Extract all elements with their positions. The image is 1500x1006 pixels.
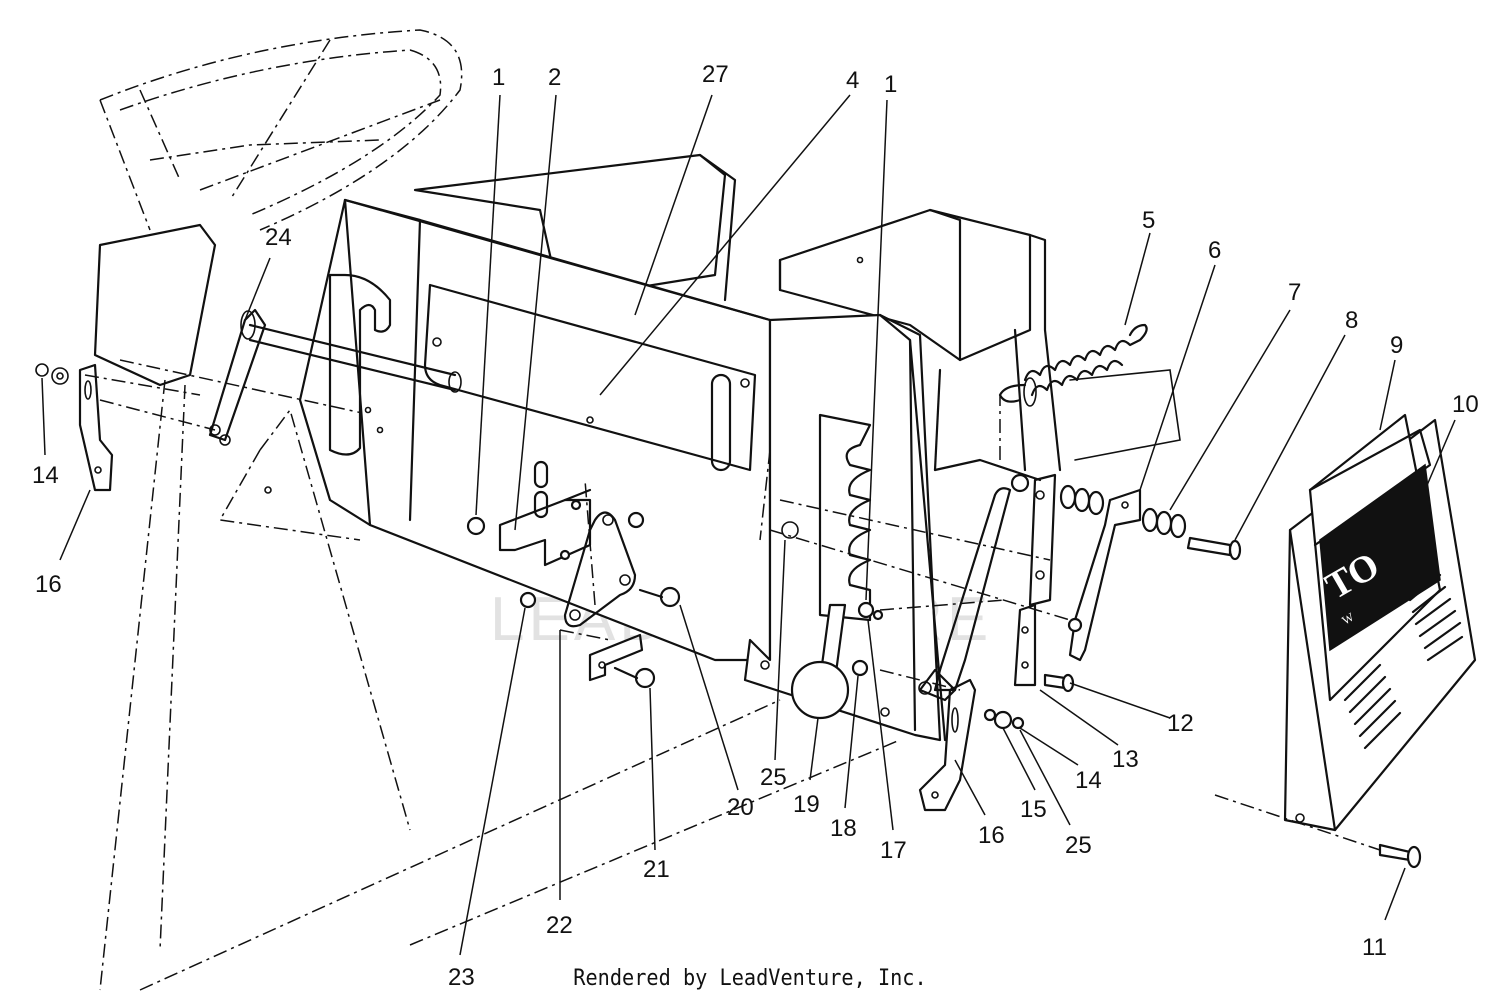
steering-column-phantom <box>93 223 217 991</box>
callout-9: 9 <box>1390 332 1403 359</box>
callout-6: 6 <box>1208 237 1221 264</box>
callout-8: 8 <box>1345 307 1358 334</box>
dash-panel <box>264 153 772 662</box>
callout-11: 11 <box>1362 934 1387 961</box>
lever-handle <box>790 603 850 720</box>
callout-15: 15 <box>1020 796 1047 823</box>
callout-14b: 14 <box>1075 767 1102 794</box>
steering-wheel-phantom <box>99 29 463 231</box>
callout-20: 20 <box>727 794 754 821</box>
callout-1b: 1 <box>884 71 897 98</box>
callout-14a: 14 <box>32 462 59 489</box>
credit-text: Rendered by LeadVenture, Inc. <box>573 966 927 991</box>
callout-25a: 25 <box>760 764 787 791</box>
callout-18: 18 <box>830 815 857 842</box>
right-housing <box>743 208 1181 742</box>
callout-19: 19 <box>793 791 820 818</box>
callout-16b: 16 <box>978 822 1005 849</box>
callout-24: 24 <box>265 224 292 251</box>
right-linkage <box>759 323 1242 812</box>
callout-5: 5 <box>1142 207 1155 234</box>
callout-10: 10 <box>1452 391 1479 418</box>
center-linkage <box>466 479 681 689</box>
callout-27: 27 <box>702 61 729 88</box>
callout-13: 13 <box>1112 746 1139 773</box>
callout-16a: 16 <box>35 571 62 598</box>
callout-22: 22 <box>546 912 573 939</box>
callout-4: 4 <box>846 67 859 94</box>
callout-12: 12 <box>1167 710 1194 737</box>
cover-panel: TO W <box>1214 413 1477 869</box>
leader-lines <box>41 94 1456 956</box>
left-linkage <box>35 308 462 492</box>
callout-23: 23 <box>448 964 475 991</box>
callout-labels: 1 2 27 4 1 24 5 6 7 8 9 10 14 16 12 13 1… <box>32 61 1479 991</box>
callout-17: 17 <box>880 837 907 864</box>
callout-25b: 25 <box>1065 832 1092 859</box>
callout-2: 2 <box>548 64 561 91</box>
callout-1a: 1 <box>492 64 505 91</box>
callout-21: 21 <box>643 856 670 883</box>
callout-7: 7 <box>1288 279 1301 306</box>
